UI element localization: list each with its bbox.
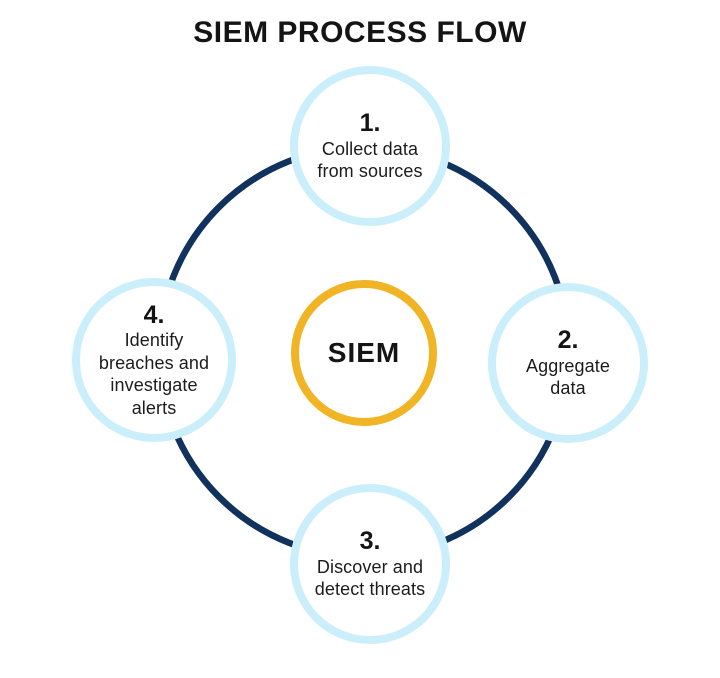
step-label-2: Aggregate data — [526, 355, 610, 399]
step-circle-4: 4. Identify breaches and investigate ale… — [72, 278, 236, 442]
step-circle-2: 2. Aggregate data — [488, 283, 648, 443]
step-number-4: 4. — [143, 300, 165, 329]
step-label-3: Discover and detect threats — [314, 556, 426, 600]
step-label-4: Identify breaches and investigate alerts — [98, 330, 210, 418]
step-number-3: 3. — [359, 527, 381, 556]
step-number-2: 2. — [557, 326, 579, 355]
step-circle-3: 3. Discover and detect threats — [290, 484, 450, 644]
center-label: SIEM — [327, 337, 401, 368]
page-title: SIEM PROCESS FLOW — [193, 16, 527, 49]
center-circle-siem: SIEM — [291, 280, 437, 426]
step-label-1: Collect data from sources — [317, 138, 423, 182]
step-circle-1: 1. Collect data from sources — [290, 66, 450, 226]
step-number-1: 1. — [359, 109, 381, 138]
